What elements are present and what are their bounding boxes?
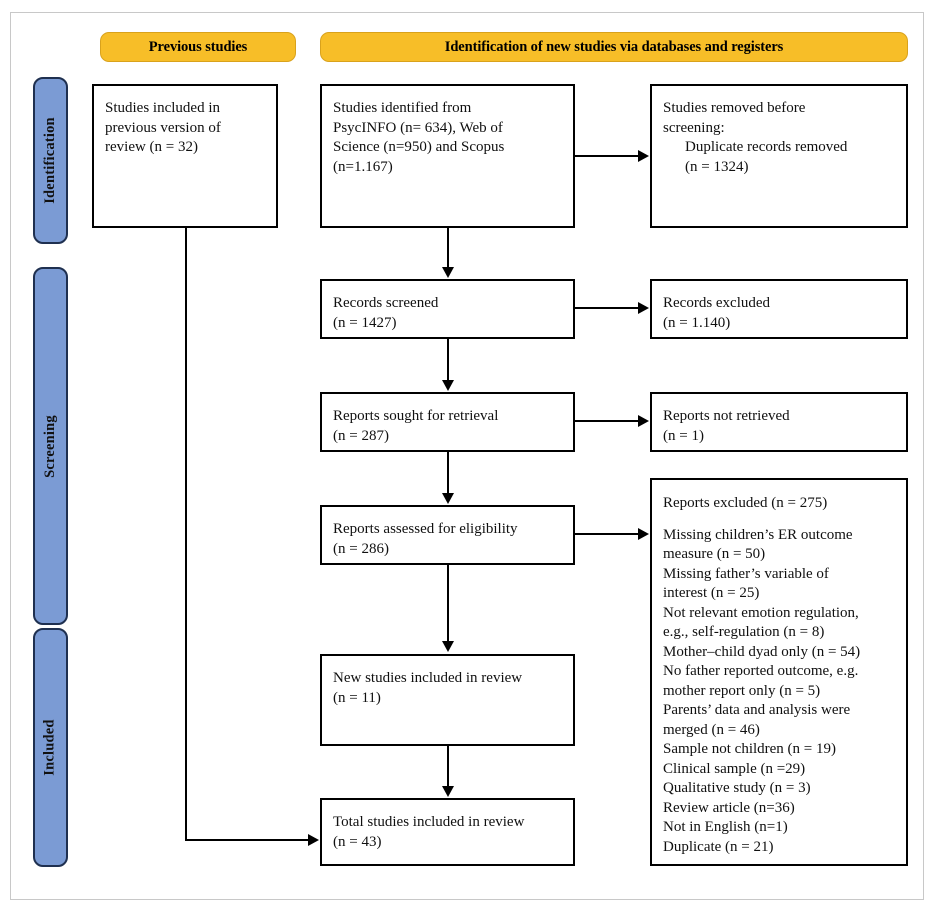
- box-records-screened: Records screened (n = 1427): [320, 279, 575, 339]
- removed-before-screening-line2: screening:: [663, 119, 725, 136]
- connector-assessed-to-reports-excluded: [575, 533, 639, 535]
- stage-label-screening: Screening: [42, 414, 59, 478]
- previous-included-line3: review (n = 32): [105, 139, 199, 155]
- reports-assessed-line2: (n = 286): [333, 540, 389, 557]
- reports-excluded-reason: Mother–child dyad only (n = 54): [663, 643, 861, 660]
- stage-bar-screening: Screening: [33, 267, 68, 625]
- connector-new-to-total-included: [447, 746, 449, 787]
- arrow-identified-to-removed: [638, 149, 649, 162]
- banner-previous-studies-label: Previous studies: [148, 38, 248, 55]
- arrow-sought-to-not-retrieved: [638, 414, 649, 427]
- arrow-assessed-to-reports-excluded: [638, 527, 649, 540]
- reports-excluded-reason: interest (n = 25): [663, 585, 760, 601]
- connector-screened-to-sought: [447, 339, 449, 381]
- box-reports-assessed-for-eligibility: Reports assessed for eligibility (n = 28…: [320, 505, 575, 565]
- connector-identified-to-removed: [575, 155, 639, 157]
- reports-excluded-reason: Missing father’s variable of: [663, 565, 829, 582]
- reports-excluded-heading: Reports excluded (n = 275): [663, 495, 828, 511]
- reports-excluded-reason: e.g., self-regulation (n = 8): [663, 624, 825, 640]
- reports-excluded-reason: measure (n = 50): [663, 546, 766, 562]
- reports-excluded-reason: mother report only (n = 5): [663, 682, 821, 699]
- identified-from-line4: (n=1.167): [333, 158, 393, 175]
- reports-assessed-line1: Reports assessed for eligibility: [333, 521, 518, 537]
- box-reports-not-retrieved: Reports not retrieved (n = 1): [650, 392, 908, 452]
- stage-bar-identification: Identification: [33, 77, 68, 244]
- arrow-previous-to-total: [308, 833, 319, 846]
- previous-included-line1: Studies included in: [105, 100, 220, 116]
- arrow-new-to-total-included: [442, 786, 454, 797]
- arrow-sought-to-assessed: [442, 493, 454, 504]
- reports-excluded-reason: merged (n = 46): [663, 721, 760, 738]
- box-records-excluded: Records excluded (n = 1.140): [650, 279, 908, 339]
- stage-label-included: Included: [42, 719, 58, 776]
- arrow-screened-to-sought: [442, 380, 454, 391]
- reports-excluded-reason: No father reported outcome, e.g.: [663, 663, 859, 679]
- banner-identification-new-studies: Identification of new studies via databa…: [320, 32, 908, 62]
- new-studies-included-line1: New studies included in review: [333, 670, 523, 686]
- removed-before-screening-line4: (n = 1324): [685, 158, 749, 175]
- box-new-studies-included: New studies included in review (n = 11): [320, 654, 575, 746]
- total-studies-included-line1: Total studies included in review: [333, 814, 525, 830]
- stage-label-identification: Identification: [42, 117, 58, 204]
- reports-excluded-reason: Parents’ data and analysis were: [663, 702, 851, 718]
- box-previous-studies-included: Studies included in previous version of …: [92, 84, 278, 228]
- banner-identification-new-studies-label: Identification of new studies via databa…: [444, 38, 784, 55]
- reports-not-retrieved-line1: Reports not retrieved: [663, 408, 790, 424]
- reports-excluded-reason: Not in English (n=1): [663, 819, 788, 835]
- reports-excluded-reason-list: Missing children’s ER outcome measure (n…: [663, 526, 895, 858]
- reports-sought-line2: (n = 287): [333, 427, 389, 444]
- box-studies-removed-before-screening: Studies removed before screening: Duplic…: [650, 84, 908, 228]
- reports-excluded-reason: Clinical sample (n =29): [663, 760, 806, 777]
- reports-excluded-reason: Duplicate (n = 21): [663, 838, 774, 855]
- box-total-studies-included: Total studies included in review (n = 43…: [320, 798, 575, 866]
- connector-previous-to-total-horizontal: [185, 839, 310, 841]
- arrow-assessed-to-new-included: [442, 641, 454, 652]
- connector-sought-to-assessed: [447, 452, 449, 494]
- reports-excluded-reason: Review article (n=36): [663, 799, 795, 816]
- records-screened-line2: (n = 1427): [333, 314, 397, 331]
- records-excluded-line2: (n = 1.140): [663, 314, 731, 331]
- connector-assessed-to-new-included: [447, 565, 449, 642]
- connector-sought-to-not-retrieved: [575, 420, 639, 422]
- identified-from-line3: Science (n=950) and Scopus: [333, 139, 505, 155]
- arrow-identified-to-screened: [442, 267, 454, 278]
- stage-bar-included: Included: [33, 628, 68, 867]
- reports-excluded-reason: Qualitative study (n = 3): [663, 780, 811, 796]
- identified-from-line2: PsycINFO (n= 634), Web of: [333, 119, 503, 136]
- identified-from-line1: Studies identified from: [333, 100, 472, 116]
- connector-previous-to-total-vertical: [185, 228, 187, 840]
- reports-excluded-reason: Not relevant emotion regulation,: [663, 604, 859, 621]
- connector-screened-to-excluded: [575, 307, 639, 309]
- box-reports-excluded-with-reasons: Reports excluded (n = 275) Missing child…: [650, 478, 908, 866]
- reports-excluded-reason: Sample not children (n = 19): [663, 741, 837, 757]
- arrow-screened-to-excluded: [638, 301, 649, 314]
- removed-before-screening-line3: Duplicate records removed: [685, 139, 848, 155]
- new-studies-included-line2: (n = 11): [333, 689, 381, 706]
- diagram-frame: [10, 12, 924, 900]
- connector-identified-to-screened: [447, 228, 449, 268]
- reports-excluded-reason: Missing children’s ER outcome: [663, 526, 853, 543]
- records-screened-line1: Records screened: [333, 295, 439, 311]
- reports-sought-line1: Reports sought for retrieval: [333, 408, 499, 424]
- box-reports-sought-for-retrieval: Reports sought for retrieval (n = 287): [320, 392, 575, 452]
- reports-excluded-spacer: [663, 514, 895, 526]
- records-excluded-line1: Records excluded: [663, 295, 771, 311]
- reports-not-retrieved-line2: (n = 1): [663, 427, 704, 444]
- box-studies-identified-from: Studies identified from PsycINFO (n= 634…: [320, 84, 575, 228]
- total-studies-included-line2: (n = 43): [333, 833, 382, 850]
- removed-before-screening-line1: Studies removed before: [663, 100, 806, 116]
- banner-previous-studies: Previous studies: [100, 32, 296, 62]
- previous-included-line2: previous version of: [105, 119, 221, 136]
